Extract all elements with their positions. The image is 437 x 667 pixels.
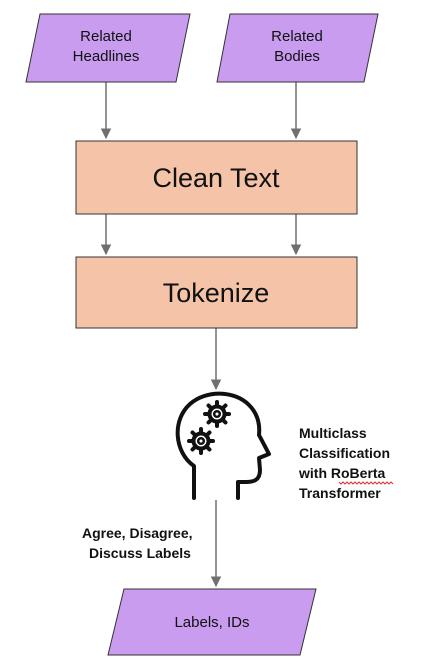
edge-label: Agree, Disagree, Discuss Labels — [82, 525, 193, 561]
spellcheck-underline — [338, 481, 394, 485]
head-with-gears-icon — [175, 391, 271, 500]
output-labels-ids: Labels, IDs — [107, 588, 317, 656]
gear-icon — [203, 400, 231, 428]
model-line-3: with RoBerta — [298, 465, 386, 481]
input-related-bodies: Related Bodies — [216, 13, 379, 83]
process-tokenize: Tokenize — [75, 256, 358, 329]
clean-text-label: Clean Text — [152, 163, 280, 193]
gear-icon — [187, 427, 215, 455]
bodies-line-1: Related — [271, 28, 323, 45]
model-line-4: Transformer — [299, 485, 381, 501]
headlines-line-1: Related — [80, 28, 132, 45]
model-line-2: Classification — [299, 445, 390, 461]
edge-label-line-2: Discuss Labels — [89, 545, 191, 561]
process-clean-text: Clean Text — [75, 140, 358, 215]
input-related-headlines: Related Headlines — [25, 13, 191, 83]
bodies-line-2: Bodies — [274, 48, 320, 65]
output-label: Labels, IDs — [174, 614, 249, 631]
tokenize-label: Tokenize — [163, 278, 270, 308]
edge-label-line-1: Agree, Disagree, — [82, 525, 193, 541]
model-description: Multiclass Classification with RoBerta T… — [298, 425, 394, 501]
model-line-1: Multiclass — [299, 425, 367, 441]
headlines-line-2: Headlines — [73, 48, 140, 65]
